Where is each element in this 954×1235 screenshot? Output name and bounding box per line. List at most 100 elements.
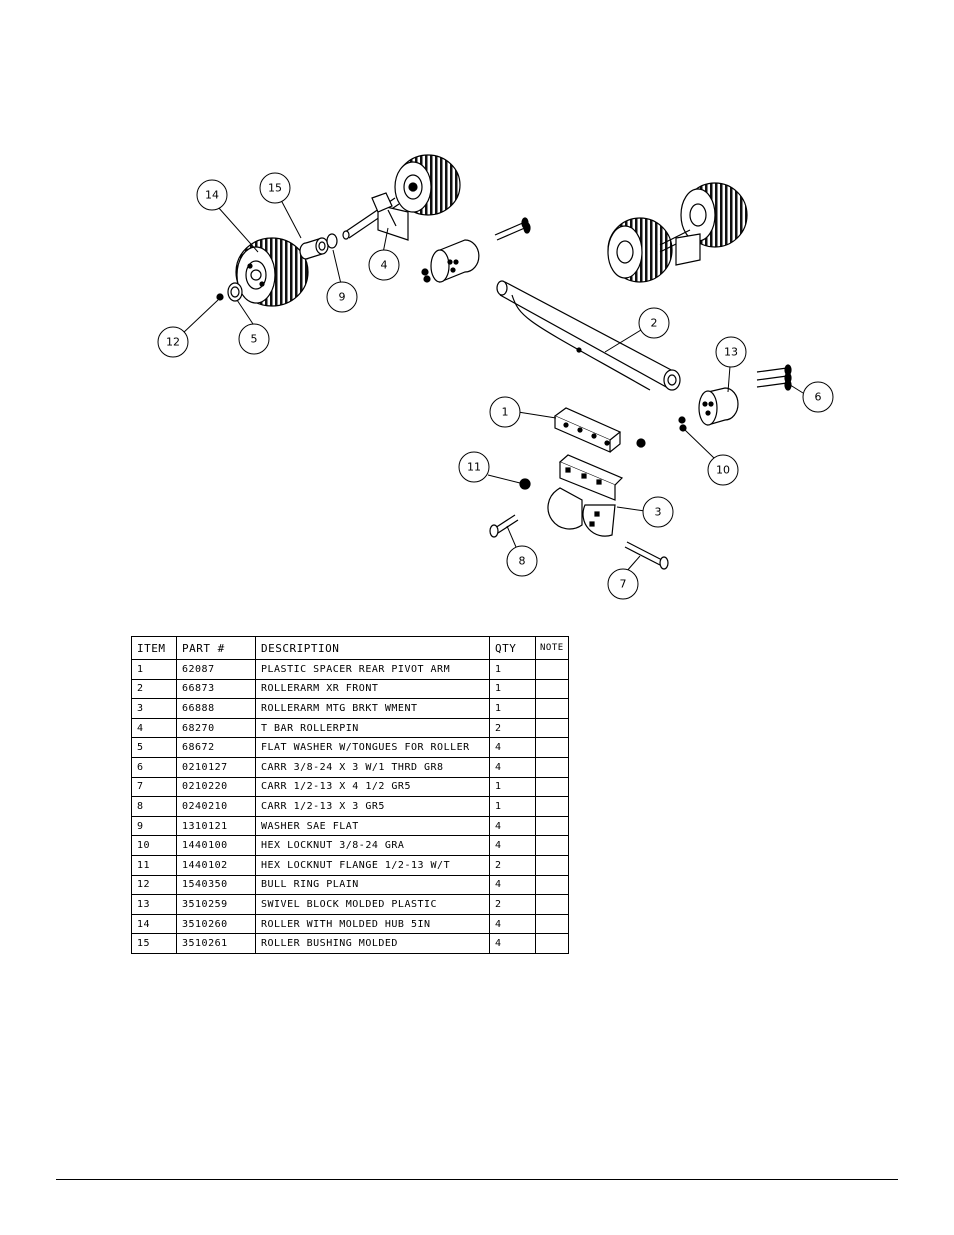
table-row: 14 3510260 ROLLER WITH MOLDED HUB 5IN 4 [131,913,569,935]
table-row: 5 68672 FLAT WASHER W/TONGUES FOR ROLLER… [131,737,569,758]
cell-qty: 1 [489,659,536,680]
cell-description: CARR 1/2-13 X 4 1/2 GR5 [255,776,490,798]
right-roller-assembly [607,182,748,283]
cell-note [535,854,569,876]
cell-description: SWIVEL BLOCK MOLDED PLASTIC [255,894,490,915]
flat-washer-drawing [227,282,243,302]
cell-note [535,933,569,954]
callout-7: 7 [607,568,639,600]
cell-part-number: 0210220 [176,776,256,798]
cell-item: 5 [131,737,177,758]
cell-item: 15 [131,933,177,954]
callout-1-label: 1 [502,406,509,419]
cell-description: ROLLERARM MTG BRKT WMENT [255,698,490,719]
callout-14-label: 14 [205,189,219,202]
cell-description: HEX LOCKNUT 3/8-24 GRA [255,835,490,856]
parts-list-table: ITEM PART # DESCRIPTION QTY NOTE 1 62087… [131,636,569,954]
carriage-bolt-short-drawing [489,514,519,538]
callout-12-label: 12 [166,336,180,349]
cell-qty: 4 [489,913,536,935]
cell-note [535,776,569,798]
cell-part-number: 3510259 [176,894,256,915]
header-item: ITEM [131,636,177,660]
cell-description: CARR 3/8-24 X 3 W/1 THRD GR8 [255,756,490,778]
roller-bushing-drawing [299,237,329,260]
cell-part-number: 68270 [176,717,256,739]
cell-qty: 4 [489,933,536,954]
callout-14: 14 [196,179,228,211]
callout-15-label: 15 [268,182,282,195]
cell-qty: 1 [489,678,536,700]
cell-part-number: 0210127 [176,756,256,778]
cell-qty: 4 [489,874,536,896]
mounting-bracket-drawing [547,454,624,537]
footer-divider [56,1179,898,1180]
cell-item: 4 [131,717,177,739]
callout-3: 3 [642,496,674,528]
cell-item: 14 [131,913,177,935]
table-row: 13 3510259 SWIVEL BLOCK MOLDED PLASTIC 2 [131,894,569,915]
cell-note [535,717,569,739]
table-row: 1 62087 PLASTIC SPACER REAR PIVOT ARM 1 [131,659,569,680]
callout-9: 9 [326,281,358,313]
callout-11-label: 11 [467,461,481,474]
swivel-block-upper-drawing [430,239,480,283]
cell-qty: 1 [489,796,536,817]
cell-qty: 4 [489,737,536,758]
left-roller-assembly [216,154,461,307]
cell-item: 2 [131,678,177,700]
callout-6-label: 6 [815,391,822,404]
bull-ring-drawing [216,293,224,301]
cell-description: T BAR ROLLERPIN [255,717,490,739]
cell-part-number: 66888 [176,698,256,719]
roller-upper-right-drawing [680,182,748,248]
callout-2: 2 [638,307,670,339]
table-row: 8 0240210 CARR 1/2-13 X 3 GR5 1 [131,796,569,817]
roller-main-left-drawing [235,237,309,307]
callout-2-label: 2 [651,317,658,330]
cell-note [535,913,569,935]
cell-note [535,737,569,758]
cell-item: 11 [131,854,177,876]
cell-item: 8 [131,796,177,817]
cell-item: 12 [131,874,177,896]
cell-qty: 1 [489,698,536,719]
cell-qty: 4 [489,815,536,837]
cell-description: FLAT WASHER W/TONGUES FOR ROLLER [255,737,490,758]
callout-4-label: 4 [381,259,388,272]
cell-note [535,815,569,837]
callout-3-label: 3 [655,506,662,519]
cell-note [535,835,569,856]
callout-7-label: 7 [620,578,627,591]
callout-13-label: 13 [724,346,738,359]
table-row: 9 1310121 WASHER SAE FLAT 4 [131,815,569,837]
cell-item: 13 [131,894,177,915]
table-row: 2 66873 ROLLERARM XR FRONT 1 [131,678,569,700]
cell-item: 9 [131,815,177,837]
cell-note [535,874,569,896]
cell-qty: 1 [489,776,536,798]
plastic-spacer-drawing [553,407,622,453]
callout-bubbles: 14 15 4 9 5 12 [157,172,834,600]
cell-note [535,756,569,778]
table-row: 10 1440100 HEX LOCKNUT 3/8-24 GRA 4 [131,835,569,856]
header-description: DESCRIPTION [255,636,490,660]
header-qty: QTY [489,636,536,660]
cell-description: BULL RING PLAIN [255,874,490,896]
carriage-bolt-long-drawing [624,541,669,570]
cell-part-number: 1540350 [176,874,256,896]
header-part-number: PART # [176,636,256,660]
table-row: 3 66888 ROLLERARM MTG BRKT WMENT 1 [131,698,569,719]
cell-description: PLASTIC SPACER REAR PIVOT ARM [255,659,490,680]
cell-note [535,659,569,680]
cell-note [535,678,569,700]
callout-8: 8 [506,545,538,577]
cell-item: 10 [131,835,177,856]
callout-4: 4 [368,249,400,281]
callout-10: 10 [707,454,739,486]
cell-note [535,894,569,915]
cell-item: 3 [131,698,177,719]
lower-bracket-assembly [489,364,792,570]
roller-arm-tube-drawing [496,280,681,391]
cell-part-number: 1440100 [176,835,256,856]
